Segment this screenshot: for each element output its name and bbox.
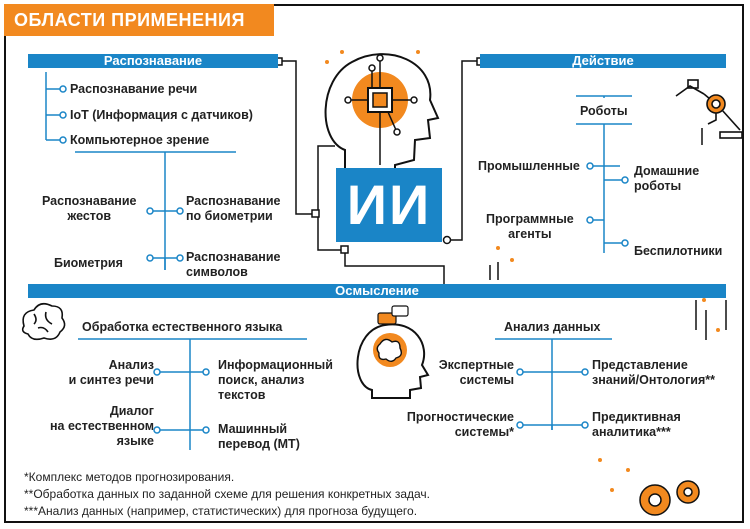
action-header: Действие	[480, 54, 726, 68]
item-industrial: Промышленные	[478, 159, 580, 173]
nlp-header: Обработка естественного языка	[82, 320, 283, 334]
understanding-header: Осмысление	[28, 284, 726, 298]
item-software-agents: Программные агенты	[486, 212, 574, 241]
footnote-1: *Комплекс методов прогнозирования.	[24, 470, 235, 484]
gears-icon	[639, 480, 700, 516]
item-info-search: Информационный поиск, анализ текстов	[218, 358, 333, 402]
page-frame	[4, 4, 744, 523]
item-biometric-recognition: Распознавание по биометрии	[186, 194, 281, 223]
item-prognostic-systems: Прогностические системы*	[406, 410, 514, 439]
decor-lines	[489, 128, 727, 340]
item-predictive-analytics: Предиктивная аналитика***	[592, 410, 681, 439]
robot-arm-icon	[675, 79, 743, 139]
thinking-head-icon	[356, 305, 430, 399]
connector-lines	[45, 72, 632, 450]
ai-center-label: ИИ	[336, 168, 442, 242]
item-knowledge-representation: Представление знаний/Онтология**	[592, 358, 715, 387]
item-machine-translation: Машинный перевод (МТ)	[218, 422, 300, 451]
item-symbol-recognition: Распознавание символов	[186, 250, 281, 279]
item-dialog: Диалог на естественном языке	[50, 404, 154, 448]
ai-head-icon	[324, 53, 440, 173]
item-drones: Беспилотники	[634, 244, 723, 258]
item-speech-synthesis: Анализ и синтез речи	[68, 358, 154, 387]
footnote-3: ***Анализ данных (например, статистическ…	[24, 504, 418, 518]
page-title: ОБЛАСТИ ПРИМЕНЕНИЯ	[4, 4, 274, 36]
item-speech-recognition: Распознавание речи	[70, 82, 198, 96]
item-iot: IoT (Информация с датчиков)	[70, 108, 253, 122]
item-expert-systems: Экспертные системы	[438, 358, 514, 387]
item-biometrics: Биометрия	[54, 256, 123, 270]
item-gesture-recognition: Распознавание жестов	[42, 194, 137, 223]
item-computer-vision: Компьютерное зрение	[70, 133, 210, 147]
data-analysis-header: Анализ данных	[504, 320, 601, 334]
recognition-header: Распознавание	[28, 54, 278, 68]
item-robots: Роботы	[580, 104, 628, 118]
decor-dots	[325, 50, 720, 492]
footnote-2: **Обработка данных по заданной схеме для…	[24, 487, 430, 501]
item-home-robots: Домашние роботы	[634, 164, 700, 193]
nodes	[59, 85, 629, 434]
brain-icon	[21, 302, 66, 341]
